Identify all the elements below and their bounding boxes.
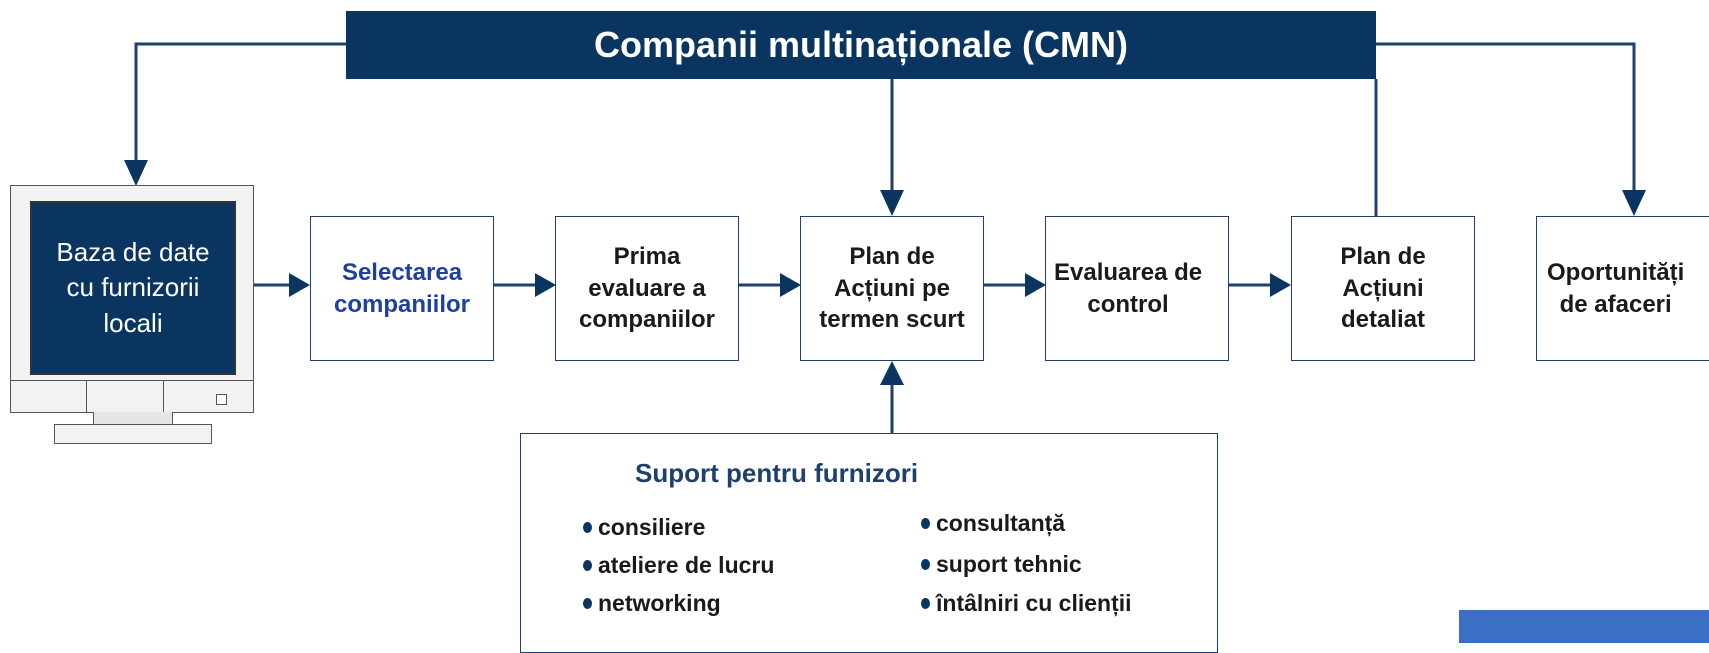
step-label: Plan de Acțiuni detaliat — [1340, 242, 1426, 334]
support-item-label: suport tehnic — [936, 551, 1082, 577]
support-item-label: consiliere — [598, 514, 706, 540]
bullet-icon — [583, 522, 592, 533]
banner-cmn: Companii multinaționale (CMN) — [346, 11, 1376, 79]
bullet-icon — [921, 518, 930, 529]
support-item: consiliere — [583, 514, 705, 541]
step-oportunitati: Oportunități de afaceri — [1536, 216, 1709, 361]
bullet-icon — [583, 560, 592, 571]
step-label: Selectarea companiilor — [333, 258, 471, 318]
support-item: consultanță — [921, 510, 1065, 537]
step-evaluarea-control: Evaluarea de control — [1045, 216, 1229, 361]
support-item-label: întâlniri cu clienții — [936, 590, 1132, 616]
support-item: ateliere de lucru — [583, 552, 774, 579]
step-plan-detaliat: Plan de Acțiuni detaliat — [1291, 216, 1475, 361]
support-item-label: ateliere de lucru — [598, 552, 775, 578]
support-title: Suport pentru furnizori — [635, 458, 919, 488]
database-label: Baza de date cu furnizorii locali — [30, 201, 236, 375]
step-selectarea: Selectarea companiilor — [310, 216, 494, 361]
monitor-bezel-divider — [163, 380, 164, 412]
step-prima-evaluare: Prima evaluare a companiilor — [555, 216, 739, 361]
step-label: Evaluarea de control — [1054, 258, 1203, 318]
monitor-power-button — [216, 394, 227, 405]
step-plan-scurt: Plan de Acțiuni pe termen scurt — [800, 216, 984, 361]
bullet-icon — [583, 598, 592, 609]
support-item-label: consultanță — [936, 510, 1066, 536]
step-label: Plan de Acțiuni pe termen scurt — [819, 242, 965, 334]
monitor-bezel-divider — [86, 380, 87, 412]
monitor-base — [54, 424, 212, 444]
step-label: Oportunități de afaceri — [1547, 258, 1685, 318]
banner-title: Companii multinaționale (CMN) — [594, 24, 1128, 65]
monitor-icon: Baza de date cu furnizorii locali — [10, 185, 254, 413]
support-item: suport tehnic — [921, 551, 1082, 578]
support-box: Suport pentru furnizori consiliere ateli… — [520, 433, 1218, 653]
bullet-icon — [921, 559, 930, 570]
bullet-icon — [921, 598, 930, 609]
monitor-bezel-line — [11, 380, 253, 381]
support-item: networking — [583, 590, 721, 617]
corner-blue-block — [1459, 610, 1709, 643]
support-item: întâlniri cu clienții — [921, 590, 1132, 617]
step-label: Prima evaluare a companiilor — [578, 242, 716, 334]
support-item-label: networking — [598, 590, 721, 616]
